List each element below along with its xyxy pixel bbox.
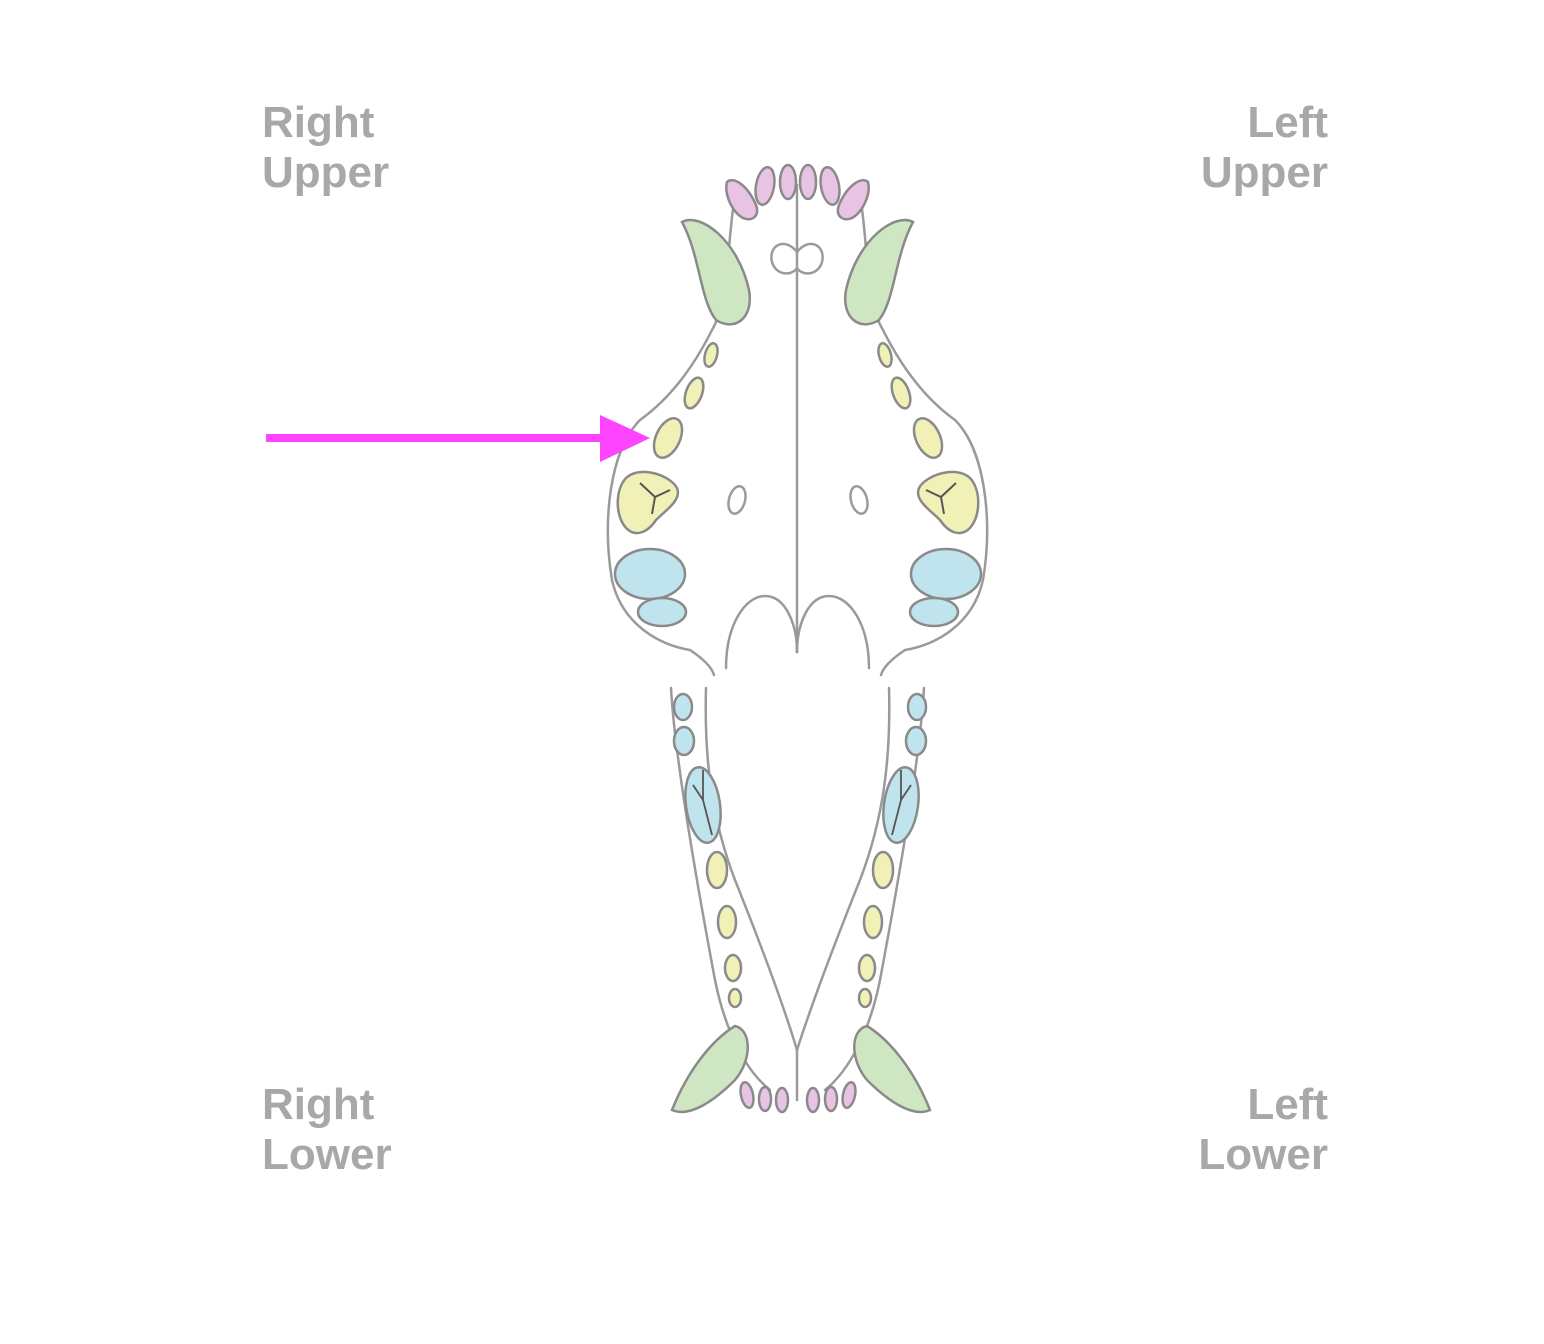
tooth-upper-right-premolar-3: [652, 417, 684, 459]
tooth-upper-right-canine: [680, 218, 752, 326]
tooth-lower-right-premolar-2: [723, 953, 743, 983]
palatal-arch-right-half: [795, 594, 871, 670]
tooth-upper-left-molar-1: [909, 547, 983, 601]
tooth-lower-left-premolar-2: [857, 953, 877, 983]
tooth-lower-left-premolar-4: [871, 850, 895, 890]
tooth-upper-right-premolar-1: [703, 342, 719, 368]
tooth-lower-right-canine: [670, 1024, 749, 1113]
tooth-upper-right-premolar-4: [616, 470, 680, 535]
lower-jaw-inner-right: [704, 686, 799, 1052]
tooth-lower-left-incisor-1: [805, 1086, 821, 1114]
palatine-foramen-left: [849, 485, 869, 515]
tooth-root-mark-right: [639, 482, 671, 515]
tooth-lower-left-molar-2: [906, 692, 928, 722]
tooth-upper-right-incisor-2: [754, 165, 776, 207]
quadrant-label-right-upper: Right Upper: [262, 98, 389, 198]
quadrant-label-line: Left: [1247, 1080, 1328, 1129]
lower-teeth: [670, 692, 932, 1114]
tooth-upper-right-incisor-1: [778, 163, 798, 201]
pointer-arrow-head: [600, 415, 650, 462]
tooth-upper-right-incisor-3: [725, 179, 759, 221]
tooth-lower-left-incisor-2: [823, 1085, 839, 1113]
tooth-lower-right-incisor-1: [774, 1086, 790, 1114]
tooth-lower-right-molar-2: [672, 692, 694, 722]
quadrant-label-line: Lower: [262, 1130, 392, 1179]
tooth-lower-left-premolar-1: [857, 987, 873, 1009]
tooth-upper-right-molar-2: [636, 596, 688, 628]
quadrant-label-right-lower: Right Lower: [262, 1080, 392, 1180]
tooth-upper-left-canine: [843, 218, 915, 326]
lower-jaw-inner-left: [795, 686, 891, 1052]
lower-jaw: [669, 686, 926, 1102]
tooth-lower-right-premolar-4: [705, 850, 729, 890]
tooth-lower-left-premolar-3: [862, 904, 884, 940]
quadrant-label-line: Upper: [1200, 148, 1328, 197]
tooth-lower-right-incisor-2: [757, 1085, 773, 1113]
tooth-lower-right-incisor-3: [739, 1080, 755, 1110]
pointer-arrow: [266, 415, 650, 462]
tooth-upper-left-incisor-3: [836, 179, 870, 221]
tooth-upper-left-premolar-2: [890, 376, 912, 410]
tooth-root-mark-lower-left: [891, 770, 912, 836]
tooth-upper-right-molar-1: [613, 547, 687, 601]
tooth-lower-right-premolar-3: [716, 904, 738, 940]
tooth-root-mark-lower-right: [692, 770, 713, 836]
incisive-papilla: [770, 242, 824, 275]
quadrant-label-line: Right: [262, 1080, 375, 1129]
tooth-lower-right-premolar-1: [727, 987, 743, 1009]
tooth-lower-left-canine: [853, 1024, 932, 1113]
tooth-lower-right-molar-3: [672, 725, 696, 757]
tooth-upper-left-molar-2: [908, 596, 960, 628]
tooth-upper-left-incisor-1: [798, 163, 818, 201]
palatal-arch-left-half: [724, 594, 799, 670]
tooth-lower-left-incisor-3: [841, 1080, 857, 1110]
quadrant-label-line: Left: [1247, 98, 1328, 147]
quadrant-label-line: Upper: [262, 148, 390, 197]
upper-teeth: [613, 163, 983, 628]
tooth-upper-left-premolar-3: [912, 417, 944, 459]
palatine-foramen-right: [727, 485, 747, 515]
tooth-lower-left-molar-3: [904, 725, 928, 757]
tooth-upper-left-premolar-4: [916, 470, 980, 535]
tooth-root-mark-left: [925, 482, 957, 515]
quadrant-label-left-upper: Left Upper: [1120, 98, 1328, 198]
tooth-upper-left-premolar-1: [877, 342, 893, 368]
quadrant-label-line: Lower: [1198, 1130, 1328, 1179]
tooth-upper-left-incisor-2: [819, 165, 841, 207]
quadrant-label-line: Right: [262, 98, 375, 147]
tooth-upper-right-premolar-2: [683, 376, 705, 410]
quadrant-label-left-lower: Left Lower: [1120, 1080, 1328, 1180]
